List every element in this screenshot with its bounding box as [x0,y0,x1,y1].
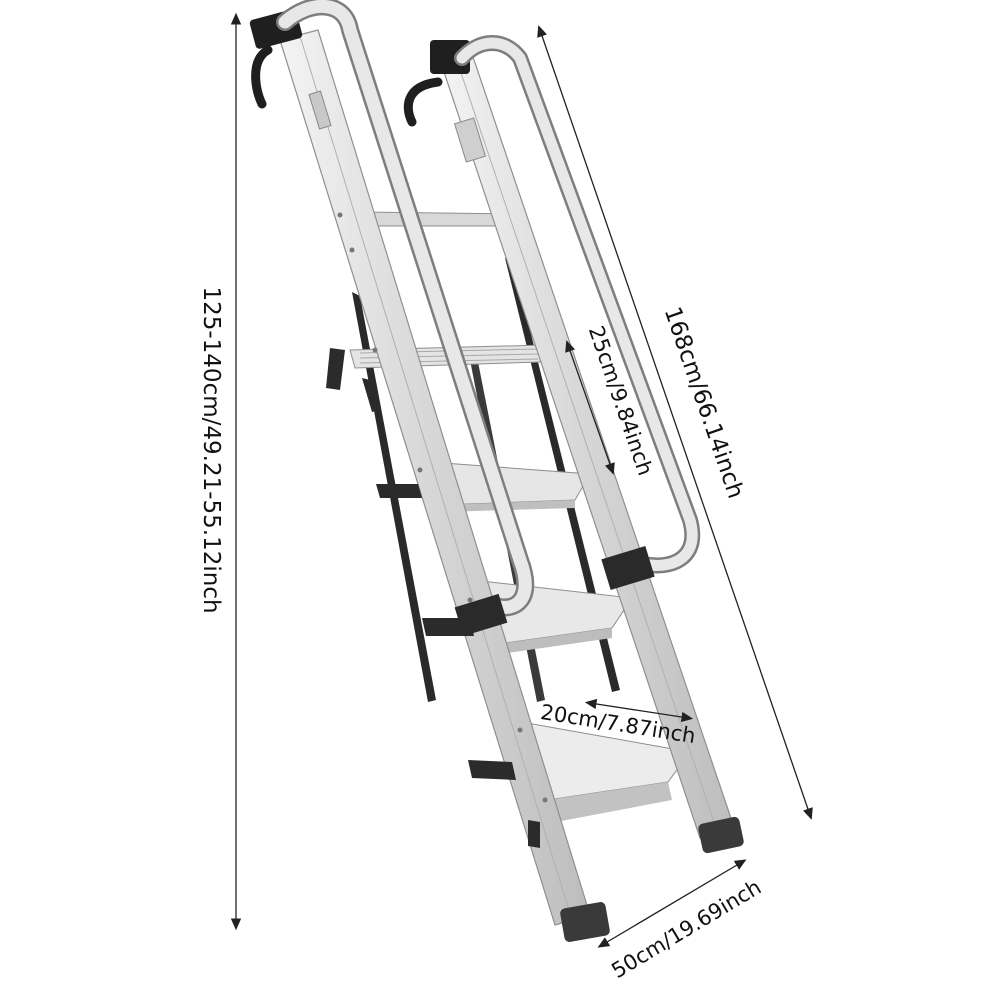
total-height-label: 125-140cm/49.21-55.12inch [198,286,224,613]
dimension-lines [230,12,813,948]
base-width-label: 50cm/19.69inch [607,875,765,983]
ladder-length-line [537,25,813,820]
step-depth-line [584,698,694,723]
step-spacing-line [565,340,615,475]
base-width-line [597,859,747,948]
rubber-feet [560,816,744,942]
